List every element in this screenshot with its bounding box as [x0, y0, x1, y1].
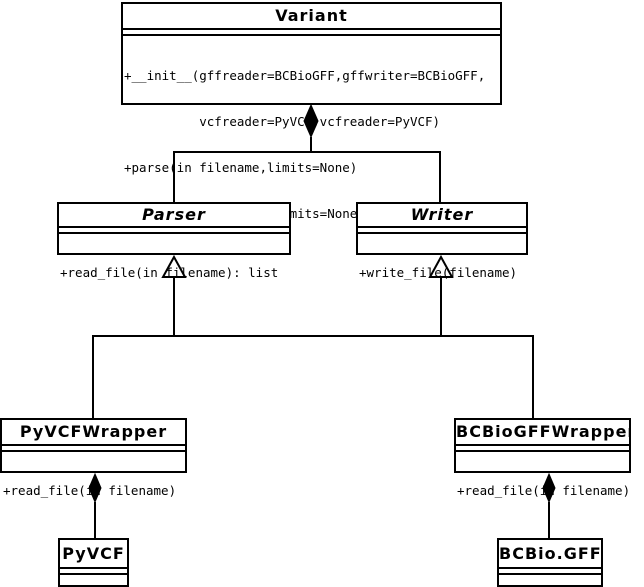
class-pyvcfwrapper-name: PyVCFWrapper — [19, 422, 168, 441]
method-line: +read_file(in filename) — [3, 483, 177, 498]
class-pyvcf-attributes — [60, 567, 127, 575]
class-bcbiogffwrapper-methods: +read_file(in filename) — [456, 452, 629, 530]
class-bcbiogff-name: BCBio.GFF — [499, 544, 601, 563]
class-writer: Writer +write_file(filename) — [356, 202, 528, 280]
generalization-arrow-parser — [161, 254, 187, 278]
class-pyvcfwrapper-attributes — [2, 444, 185, 452]
class-pyvcf-name: PyVCF — [62, 544, 125, 563]
class-parser-methods: +read_file(in filename): list — [59, 234, 289, 312]
class-pyvcfwrapper-methods: +read_file(in filename) — [2, 452, 185, 530]
method-line: +__init__(gffreader=BCBioGFF,gffwriter=B… — [124, 68, 486, 83]
class-writer-methods: +write_file(filename) — [358, 234, 526, 312]
class-bcbiogff-attributes — [499, 567, 601, 575]
class-parser: Parser +read_file(in filename): list — [57, 202, 291, 280]
class-bcbiogffwrapper: BCBioGFFWrapper +read_file(in filename) — [454, 418, 631, 498]
class-bcbiogff-methods — [499, 575, 601, 583]
method-line: +read_file(in filename): list — [60, 265, 279, 280]
method-line: +write_file(filename) — [359, 265, 518, 280]
method-line: +read_file(in filename) — [457, 483, 629, 498]
class-parser-name: Parser — [142, 205, 206, 224]
class-writer-attributes — [358, 226, 526, 234]
class-parser-attributes — [59, 226, 289, 234]
class-variant: Variant +__init__(gffreader=BCBioGFF,gff… — [121, 2, 502, 221]
class-writer-name: Writer — [410, 205, 474, 224]
generalization-bus — [92, 335, 534, 418]
class-pyvcf: PyVCF — [58, 538, 129, 587]
class-variant-name: Variant — [275, 6, 348, 25]
class-bcbiogff: BCBio.GFF — [497, 538, 603, 587]
class-pyvcfwrapper: PyVCFWrapper +read_file(in filename) — [0, 418, 187, 498]
method-line: +parse(in filename,limits=None) — [124, 160, 358, 175]
class-pyvcf-methods — [60, 575, 127, 583]
composition-branch-variant-children — [173, 151, 441, 202]
class-bcbiogffwrapper-name: BCBioGFFWrapper — [456, 422, 629, 441]
method-line: vcfreader=PyVCF,vcfreader=PyVCF) — [124, 114, 441, 129]
class-variant-attributes — [123, 28, 500, 36]
class-bcbiogffwrapper-attributes — [456, 444, 629, 452]
generalization-arrow-writer — [428, 254, 454, 278]
